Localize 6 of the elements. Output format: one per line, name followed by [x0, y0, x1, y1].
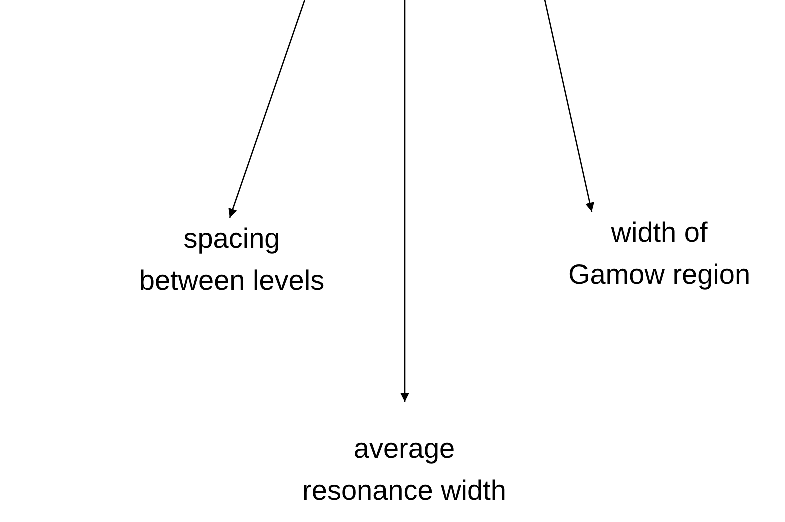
node-label: width of Gamow region	[567, 216, 752, 292]
node-label: average resonance width	[302, 432, 508, 508]
arrow	[400, 0, 410, 402]
node-label: spacing between levels	[138, 222, 326, 298]
arrow	[544, 0, 594, 212]
arrow	[228, 0, 306, 218]
